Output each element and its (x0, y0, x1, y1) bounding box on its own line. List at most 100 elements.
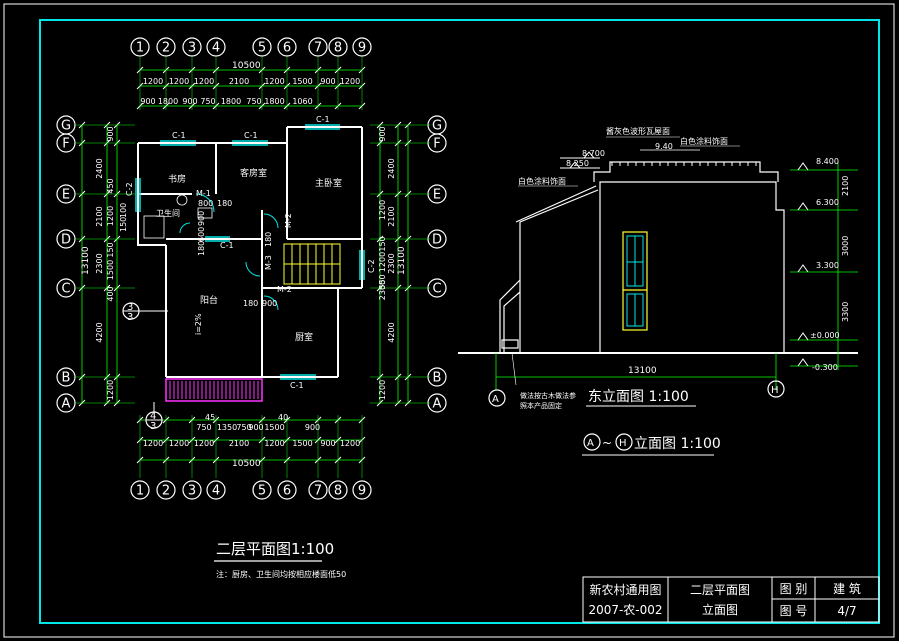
section-marker-bottom-bottom: 3 (150, 421, 156, 432)
axis-right-G: G (427, 115, 447, 135)
axis-right-A: A (427, 393, 447, 413)
inner-dim-1: 800 (198, 199, 213, 208)
axis-top-2: 2 (156, 37, 176, 57)
axis-top-8-label: 8 (334, 41, 342, 56)
door-m2-a: M-2 (284, 213, 293, 228)
axis-top-3: 3 (182, 37, 202, 57)
plan-total-height-left: 13100 (81, 246, 91, 275)
axis-left-D-label: D (61, 233, 71, 248)
axis-left-F: F (56, 133, 76, 153)
dim-top1-6: 900 (320, 77, 335, 86)
dim-top2-5: 750 (246, 97, 261, 106)
tb-drawing-2: 立面图 (701, 602, 738, 617)
axis-bottom-2-label: 2 (162, 484, 170, 499)
note-roof: 酱灰色波形瓦屋面 (606, 126, 670, 136)
dim-top2-2: 900 (182, 97, 197, 106)
dim-right-inner-0: 900 (378, 126, 387, 141)
dim-bot2-5: 1500 (292, 439, 312, 448)
axis-top-5: 5 (252, 37, 272, 57)
axis-top-6-label: 6 (283, 41, 291, 56)
axis-left-D: D (56, 229, 76, 249)
dim-top1-2: 1200 (194, 77, 214, 86)
balcony-railing (165, 378, 263, 402)
dim-left-inner-5: 400 (106, 286, 115, 301)
dim-top1-5: 1500 (292, 77, 312, 86)
dim-left-outer-0: 2400 (95, 158, 104, 178)
dim-bot2-0: 1200 (143, 439, 163, 448)
inner-dim-2: 180 (217, 199, 232, 208)
door-m3: M-3 (264, 255, 273, 270)
elev-title: 立面图 1:100 (634, 436, 721, 452)
axis-bottom-5: 5 (252, 480, 272, 500)
inner-dim-5: 180 (197, 241, 206, 256)
axis-bottom-1-label: 1 (136, 484, 144, 499)
axis-left-G: G (56, 115, 76, 135)
axis-right-C: C (427, 278, 447, 298)
elev-width: 13100 (628, 366, 657, 376)
inner-dim-8: 900 (262, 299, 277, 308)
level-neg030: -0.300 (812, 363, 838, 372)
dim-bottom-small-1: 45 (205, 413, 215, 422)
tb-project-1: 新农村通用图 (589, 582, 662, 597)
axis-top-8: 8 (328, 37, 348, 57)
axis-bottom-8: 8 (328, 480, 348, 500)
axis-right-F: F (427, 133, 447, 153)
room-balcony: 阳台 (200, 294, 218, 306)
window-c1-e: C-1 (290, 381, 304, 390)
axis-left-E: E (56, 184, 76, 204)
axis-left-F-label: F (62, 137, 69, 152)
window-c2-b: C-2 (367, 259, 376, 273)
title-block: 新农村通用图 2007-农-002 二层平面图 立面图 图 别 建 筑 图 号 … (583, 577, 879, 622)
plan-windows (135, 124, 365, 380)
room-study: 书房 (168, 173, 186, 185)
axis-right-G-label: G (432, 119, 442, 134)
axis-top-4-label: 4 (212, 41, 220, 56)
dim-bot1-3: 900 (248, 423, 263, 432)
axis-left-C: C (56, 278, 76, 298)
dim-bot1-4: 1500 (264, 423, 284, 432)
window-c1-d: C-1 (220, 241, 234, 250)
ridge-level: 9.40 (655, 142, 673, 151)
elev-axis-a: A (492, 394, 499, 405)
bath-fixtures (143, 194, 213, 239)
plan-total-width-bottom: 10500 (232, 459, 261, 469)
axis-top-7-label: 7 (314, 41, 322, 56)
axis-left-A-label: A (62, 397, 71, 412)
dim-right-inner-4: 2300 (378, 280, 387, 300)
elev-dim-2100: 2100 (841, 176, 850, 196)
axis-right-E-label: E (433, 188, 441, 203)
elev-dim-3000: 3000 (841, 236, 850, 256)
axis-top-1-label: 1 (136, 41, 144, 56)
window-c1-a: C-1 (172, 131, 186, 140)
dim-left-outer-2: 2300 (95, 253, 104, 273)
axis-top-9-label: 9 (358, 41, 366, 56)
axis-right-F-label: F (433, 137, 440, 152)
room-guest: 客房室 (240, 167, 267, 179)
title-sep: ~ (602, 436, 612, 450)
dim-right-outer-0: 2400 (387, 158, 396, 178)
dim-top2-6: 1800 (264, 97, 284, 106)
plan-title: 二层平面图1:100 (216, 540, 334, 558)
tb-drawing-1: 二层平面图 (689, 582, 750, 597)
title-axis-h: H (619, 438, 627, 449)
dim-top1-7: 1200 (340, 77, 360, 86)
axis-left-E-label: E (62, 188, 70, 203)
level-630: 6.300 (816, 198, 839, 207)
axis-top-4: 4 (206, 37, 226, 57)
dim-bot2-6: 900 (320, 439, 335, 448)
dim-left-outer-3: 4200 (95, 322, 104, 342)
dim-bot1-5: 900 (305, 423, 320, 432)
dim-left-inner-0: 900 (106, 126, 115, 141)
inner-dim-6: 180 (264, 232, 273, 247)
dim-right-inner-1: 1200 (378, 200, 387, 220)
dim-top1-1: 1200 (169, 77, 189, 86)
dim-top2-4: 1800 (221, 97, 241, 106)
dim-left-small-1: 150 (119, 217, 128, 232)
dims-right: 2400210023004200900120015012002300550120… (378, 126, 396, 400)
plan-total-height-right: 13100 (397, 246, 407, 275)
